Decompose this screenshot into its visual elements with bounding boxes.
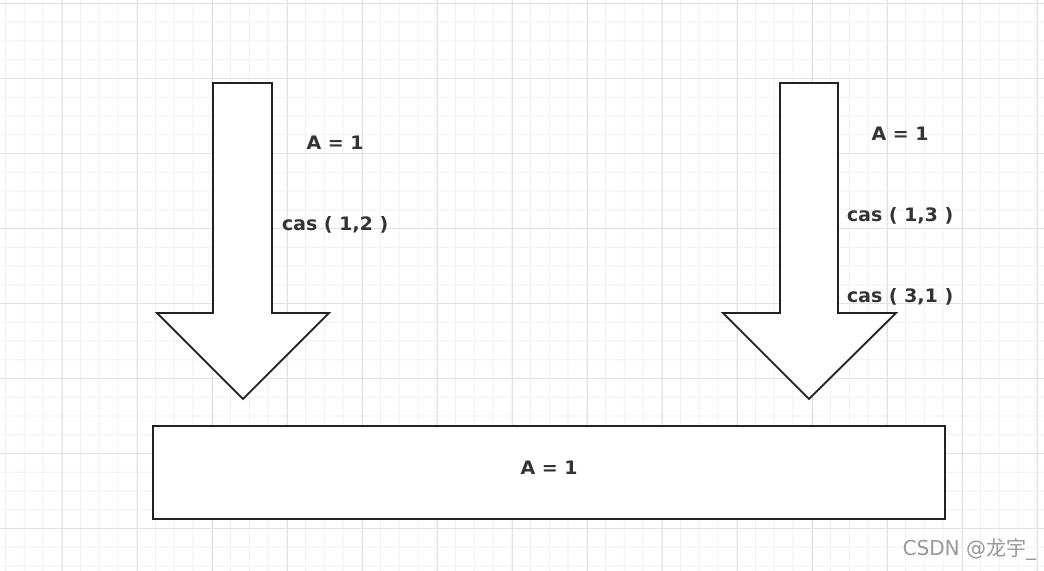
right-label-line: cas ( 3,1 ) [846,285,954,307]
right-arrow-label: A = 1 cas ( 1,3 ) cas ( 3,1 ) [835,67,965,337]
left-arrow-label: A = 1 cas ( 1,2 ) [270,76,400,265]
right-down-arrow [720,82,899,401]
watermark: CSDN @龙宇_ [902,536,1036,560]
memory-box-label: A = 1 [520,457,578,479]
left-down-arrow [154,82,332,401]
left-label-line: cas ( 1,2 ) [281,213,389,235]
memory-box [152,425,946,520]
right-label-line: A = 1 [871,123,929,145]
right-label-line: cas ( 1,3 ) [846,204,954,226]
left-label-line: A = 1 [306,132,364,154]
